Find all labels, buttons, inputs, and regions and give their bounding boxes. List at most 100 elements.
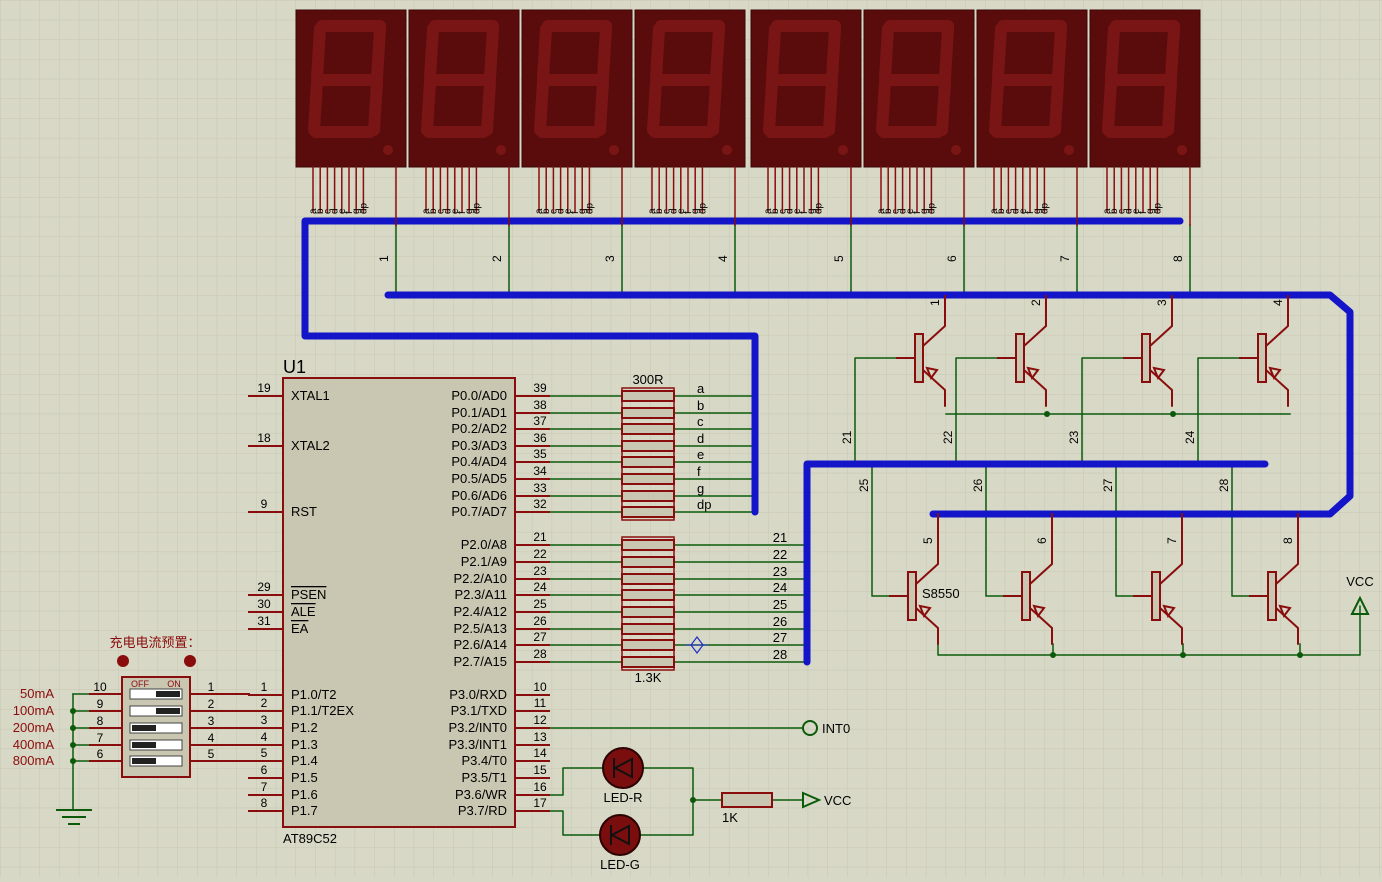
seven-segment-display (750, 9, 862, 226)
mcu-pin-number: 33 (533, 481, 547, 495)
transistor-emitter-label: 1 (928, 299, 942, 306)
transistor-top (1123, 307, 1173, 407)
led-red (602, 747, 644, 789)
display-segment (597, 23, 612, 84)
display-common-label: 6 (945, 255, 959, 262)
base-wire (1231, 463, 1251, 597)
vcc-label: VCC (1346, 574, 1373, 589)
base-net-label: 22 (941, 430, 955, 444)
display-segment (879, 23, 894, 84)
transistor-emitter-label: 4 (1271, 299, 1285, 306)
display-pin-label: dp (926, 202, 937, 214)
dip-pin-number: 2 (208, 697, 215, 711)
display-pin-label: e (676, 208, 687, 214)
mcu-pin-name: P2.6/A14 (454, 637, 508, 652)
dip-on-label: ON (167, 679, 181, 689)
transistor-emitter (1159, 545, 1183, 585)
mcu-pin-name: P2.4/A12 (454, 604, 508, 619)
led-resistor-label: 1K (722, 810, 738, 825)
display-pin-label: c (661, 209, 672, 214)
transistor-emitter (922, 307, 946, 347)
display-pin-label: g (464, 208, 475, 214)
resistor-element (621, 606, 675, 618)
transistor-base-plate (1257, 333, 1267, 383)
mcu-pin-name: P1.1/T2EX (291, 703, 354, 718)
mcu-pin-name: P2.7/A15 (454, 654, 508, 669)
mcu-pin-name: P0.0/AD0 (451, 388, 507, 403)
mcu-pin-number: 36 (533, 431, 547, 445)
led-diode-icon (609, 824, 630, 846)
net-label: 26 (773, 614, 787, 629)
transistor-emitter (1029, 545, 1053, 585)
display-pin-label: b (770, 208, 781, 214)
probe-marker (690, 636, 704, 654)
display-pin-label: b (541, 208, 552, 214)
mcu-ref: U1 (283, 357, 306, 377)
dip-pin-number: 10 (93, 680, 107, 694)
net-label: 21 (773, 530, 787, 545)
mcu-pin-number: 24 (533, 580, 547, 594)
base-wire (1115, 463, 1135, 597)
transistor-emitter-label: 8 (1281, 537, 1295, 544)
junction-dot (70, 725, 76, 731)
display-pin-label: e (337, 208, 348, 214)
transistor-part: S8550 (922, 586, 960, 601)
rnet-frame (621, 536, 675, 671)
display-pin-label: a (308, 208, 319, 214)
display-pin-label: a (534, 208, 545, 214)
dip-current-label: 400mA (13, 737, 55, 752)
mcu-pin-name: PSEN (291, 587, 326, 602)
display-pin-label: dp (584, 202, 595, 214)
seven-segment-display (1089, 9, 1201, 226)
mcu-pin-name: P3.3/INT1 (448, 737, 507, 752)
transistor-emitter (1275, 545, 1299, 585)
transistor-emitter-label: 2 (1029, 299, 1043, 306)
transistor-emitter-label: 3 (1155, 299, 1169, 306)
led-g-wire (548, 810, 601, 836)
display-pin-label: e (1131, 208, 1142, 214)
base-net-label: 26 (971, 478, 985, 492)
display-segment (421, 76, 436, 136)
dip-toggle (132, 742, 156, 748)
resistor-network-300r (621, 387, 675, 521)
base-wire (955, 357, 999, 465)
display-decimal-point (609, 145, 619, 155)
mcu-pin-number: 28 (533, 647, 547, 661)
transistor-base-plate (1151, 571, 1161, 621)
transistor-bottom (1003, 545, 1053, 645)
net-label: 27 (773, 630, 787, 645)
mcu-pin-name: EA (291, 621, 309, 636)
resistor-network-1k3 (621, 536, 675, 671)
resistor-element (621, 423, 675, 435)
mcu-pin-name: P3.1/TXD (451, 703, 507, 718)
display-decimal-point (1177, 145, 1187, 155)
mcu-pin-number: 21 (533, 530, 547, 544)
transistor-emitter (1023, 307, 1047, 347)
display-common-label: 8 (1171, 255, 1185, 262)
base-wire (1081, 357, 1125, 465)
display-pin-label: f (912, 211, 923, 214)
mcu-pin-number: 26 (533, 614, 547, 628)
display-decimal-point (722, 145, 732, 155)
display-segment (537, 23, 552, 84)
dip-current-label: 200mA (13, 720, 55, 735)
net-label: 22 (773, 547, 787, 562)
mcu-pin-name: P0.5/AD5 (451, 471, 507, 486)
transistor-top (896, 307, 946, 407)
led-red-label: LED-R (603, 790, 642, 805)
display-segment (992, 23, 1007, 84)
display-pin-label: c (777, 209, 788, 214)
display-segment (1102, 76, 1117, 136)
display-pin-label: a (876, 208, 887, 214)
net-label: f (697, 464, 701, 479)
mcu-pin-number: 39 (533, 381, 547, 395)
transistor-arrow (1162, 604, 1176, 619)
net-label: b (697, 398, 704, 413)
dip-pin-number: 3 (208, 714, 215, 728)
display-segment (707, 76, 722, 136)
display-pin-label: b (654, 208, 665, 214)
base-net-label: 21 (840, 430, 854, 444)
display-pin-label: f (683, 211, 694, 214)
display-pin-label: a (647, 208, 658, 214)
